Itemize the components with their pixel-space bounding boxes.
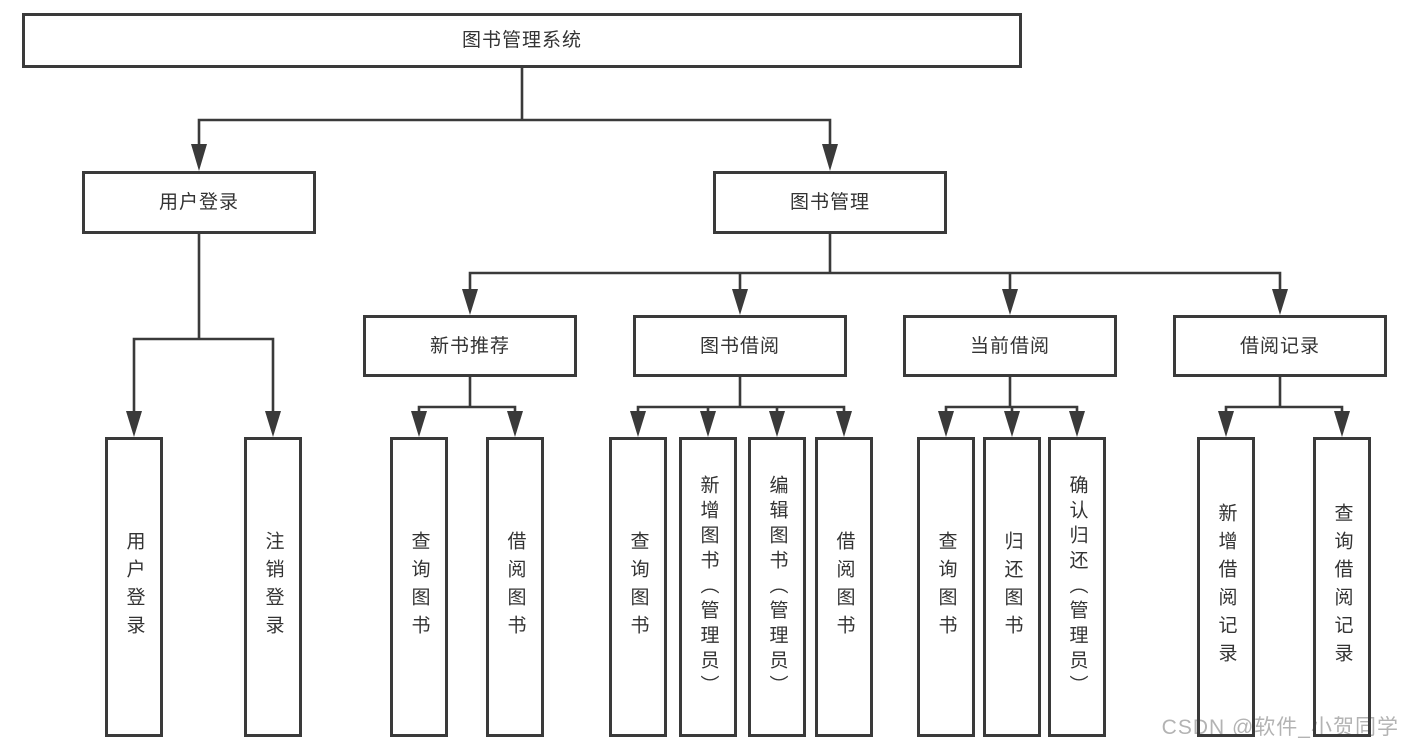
csdn-watermark: CSDN @软件_小贺同学 (1161, 716, 1399, 739)
leaf-borrow-book-label: 借阅图书 (833, 531, 855, 643)
arrowhead (191, 144, 838, 171)
connector-borrow-to-leaves (636, 375, 846, 414)
leaf-confirm-return-admin-label: 确认归还（管理员） (1066, 474, 1088, 700)
node-user-login: 用户登录 (82, 171, 316, 234)
node-book-borrow-label: 图书借阅 (699, 335, 780, 357)
node-book-management: 图书管理 (713, 171, 947, 234)
node-book-management-label: 图书管理 (789, 192, 870, 213)
leaf-borrow-book: 借阅图书 (815, 437, 873, 737)
node-book-borrow: 图书借阅 (633, 315, 847, 377)
arrowhead (462, 289, 1288, 315)
connector-newbook-to-leaves (417, 375, 517, 414)
leaf-user-login-label: 用户登录 (123, 531, 145, 643)
leaf-record-add-label: 新增借阅记录 (1215, 503, 1237, 671)
leaf-logout: 注销登录 (244, 437, 302, 737)
leaf-borrow-edit-admin: 编辑图书（管理员） (748, 437, 806, 737)
node-user-login-label: 用户登录 (158, 192, 239, 213)
leaf-borrow-query-label: 查询图书 (627, 531, 649, 643)
leaf-newbook-query: 查询图书 (390, 437, 448, 737)
leaf-borrow-query: 查询图书 (609, 437, 667, 737)
node-root: 图书管理系统 (22, 13, 1022, 68)
node-current-borrow-label: 当前借阅 (969, 335, 1050, 357)
node-root-label: 图书管理系统 (461, 30, 582, 51)
node-new-book-recommend-label: 新书推荐 (429, 335, 510, 357)
arrowheads (126, 144, 1350, 437)
leaf-return-book-label: 归还图书 (1001, 531, 1023, 643)
leaf-user-login: 用户登录 (105, 437, 163, 737)
connector-current-to-leaves (944, 375, 1079, 414)
leaf-current-query-label: 查询图书 (935, 531, 957, 643)
leaf-borrow-edit-admin-label: 编辑图书（管理员） (766, 474, 788, 700)
leaf-record-query: 查询借阅记录 (1313, 437, 1371, 737)
node-borrow-record: 借阅记录 (1173, 315, 1387, 377)
leaf-logout-label: 注销登录 (262, 531, 284, 643)
connector-userlogin-to-leaves (132, 232, 275, 414)
connector-root-to-level2 (197, 66, 832, 148)
leaf-newbook-query-label: 查询图书 (408, 531, 430, 643)
leaf-confirm-return-admin: 确认归还（管理员） (1048, 437, 1106, 737)
leaf-newbook-borrow-label: 借阅图书 (504, 531, 526, 643)
leaf-return-book: 归还图书 (983, 437, 1041, 737)
node-new-book-recommend: 新书推荐 (363, 315, 577, 377)
leaf-record-query-label: 查询借阅记录 (1331, 503, 1353, 671)
leaf-borrow-add-admin: 新增图书（管理员） (679, 437, 737, 737)
leaf-newbook-borrow: 借阅图书 (486, 437, 544, 737)
connector-record-to-leaves (1224, 375, 1344, 414)
node-current-borrow: 当前借阅 (903, 315, 1117, 377)
leaf-borrow-add-admin-label: 新增图书（管理员） (697, 474, 719, 700)
node-borrow-record-label: 借阅记录 (1239, 335, 1320, 357)
connector-bookmgmt-to-level3 (468, 232, 1282, 293)
leaf-record-add: 新增借阅记录 (1197, 437, 1255, 737)
arrowhead (126, 411, 1350, 437)
leaf-current-query: 查询图书 (917, 437, 975, 737)
